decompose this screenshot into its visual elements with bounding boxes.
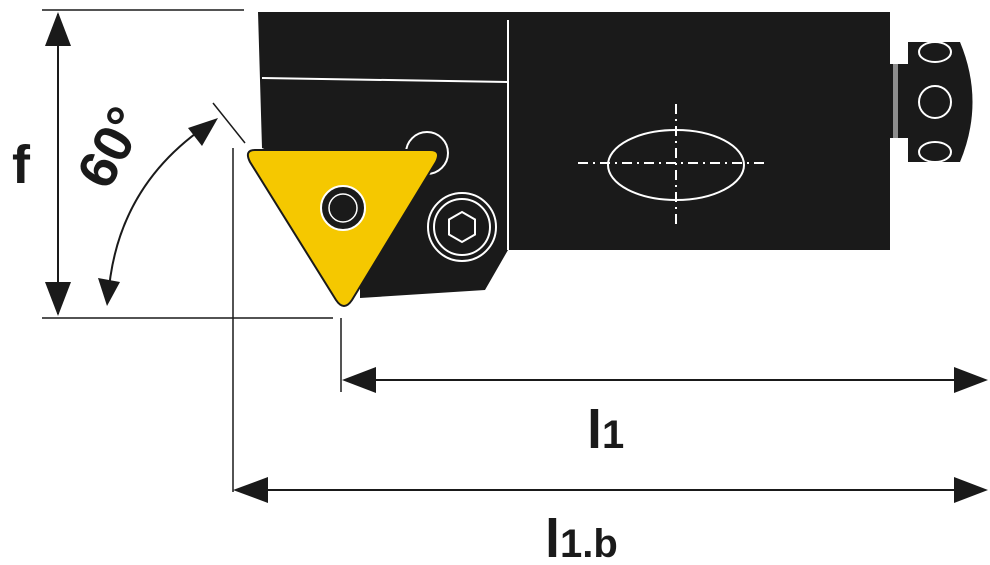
dimension-angle: 60° [66, 97, 218, 306]
l1b-label-main: l [545, 509, 560, 565]
dimension-f: f [12, 12, 71, 316]
dimension-l1: l1 [342, 367, 988, 460]
holder-head [258, 12, 890, 298]
l1-label-main: l [587, 400, 602, 460]
holder-shank [508, 18, 890, 250]
hex-socket-screw-icon [427, 192, 497, 262]
toolholder-body [258, 12, 890, 298]
rear-coupling [890, 41, 973, 163]
top-chamfer-line [261, 77, 509, 83]
l1-label-sub: 1 [602, 413, 624, 457]
l1b-label: l1.b [545, 509, 618, 565]
triangular-insert [246, 149, 439, 307]
dimension-l1b: l1.b [233, 477, 988, 565]
l1-label: l1 [587, 400, 624, 460]
f-label: f [12, 135, 31, 195]
extension-lines [42, 9, 342, 492]
angle-label: 60° [66, 97, 157, 197]
l1b-label-sub: 1.b [560, 522, 618, 565]
